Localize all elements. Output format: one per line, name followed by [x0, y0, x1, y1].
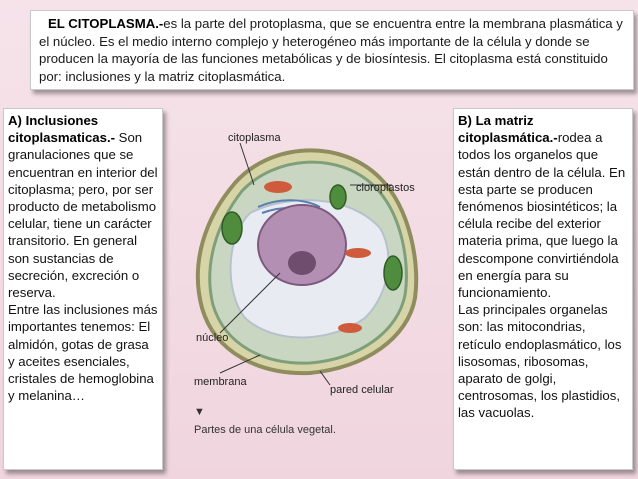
chloroplast-3 [329, 184, 347, 210]
header-text: es la parte del protoplasma, que se encu… [39, 16, 623, 84]
inclusions-panel: A) Inclusiones citoplasmaticas.- Son gra… [3, 108, 163, 470]
mitochondrion-2 [345, 248, 371, 258]
matrix-title: B) La matriz citoplasmática.- [458, 113, 558, 146]
mitochondrion-3 [338, 323, 362, 333]
caption-marker: ▼ [194, 406, 205, 418]
inclusions-text-2: Entre las inclusiones más importantes te… [8, 302, 158, 404]
label-nucleo: núcleo [196, 332, 228, 344]
chloroplast-2 [383, 255, 403, 291]
leader-pared [319, 370, 331, 386]
leader-citoplasma [239, 142, 255, 186]
label-pared: pared celular [330, 384, 394, 396]
plant-cell-diagram: citoplasma cloroplastos núcleo membrana … [180, 123, 450, 453]
nucleolus [288, 251, 316, 275]
inclusions-title: A) Inclusiones citoplasmaticas.- [8, 113, 116, 146]
header-box: EL CITOPLASMA.-es la parte del protoplas… [30, 10, 634, 90]
matrix-text: rodea a todos los organelos que están de… [458, 130, 626, 301]
nucleus [257, 204, 347, 286]
inclusions-text: Son granulaciones que se encuentran en i… [8, 130, 158, 301]
leader-nucleo [219, 272, 281, 334]
matrix-text-2: Las principales organelas son: las mitoc… [458, 302, 622, 421]
diagram-caption: Partes de una célula vegetal. [194, 424, 336, 436]
label-membrana: membrana [194, 376, 247, 388]
mitochondrion [264, 181, 292, 193]
label-cloroplastos: cloroplastos [356, 182, 415, 194]
chloroplast [221, 211, 243, 245]
label-citoplasma: citoplasma [228, 132, 281, 144]
plant-cell-illustration: citoplasma cloroplastos núcleo membrana … [194, 132, 419, 436]
matrix-panel: B) La matriz citoplasmática.-rodea a tod… [453, 108, 633, 470]
reticulum [257, 199, 321, 208]
leader-membrana [219, 354, 261, 374]
header-title: EL CITOPLASMA.- [48, 16, 164, 31]
